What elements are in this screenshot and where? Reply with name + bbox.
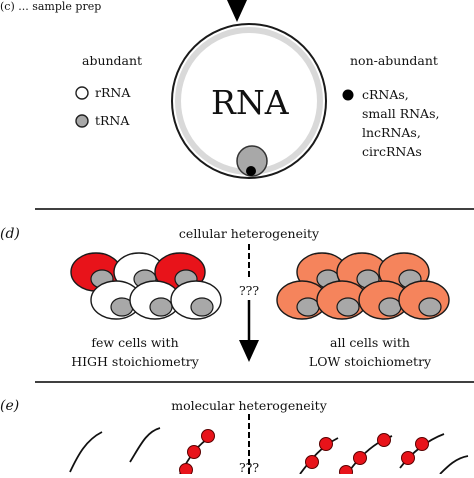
nonabundant-heading: non-abundant bbox=[350, 53, 438, 68]
panel-d-left-caption: few cells with HIGH stoichiometry bbox=[45, 333, 225, 371]
rrna-label: rRNA bbox=[95, 85, 131, 100]
rrna-marker bbox=[75, 86, 89, 100]
modification-dot bbox=[201, 429, 215, 443]
cell-nucleus bbox=[190, 297, 214, 317]
panel-e-title: molecular heterogeneity bbox=[171, 398, 327, 413]
right-caption-line: all cells with bbox=[330, 335, 410, 350]
nonabundant-item: small RNAs, bbox=[362, 106, 440, 121]
cell bbox=[398, 280, 450, 320]
nonabundant-list: cRNAs, small RNAs, lncRNAs, circRNAs bbox=[362, 85, 439, 161]
cropped-header-text: (c) ... sample prep bbox=[0, 0, 102, 13]
rna-strand bbox=[129, 427, 161, 463]
modification-dot bbox=[415, 437, 429, 451]
modification-dot bbox=[305, 455, 319, 469]
left-caption-line: few cells with bbox=[91, 335, 179, 350]
molecule-group bbox=[69, 427, 469, 478]
rna-nucleus-marker bbox=[236, 145, 268, 177]
modification-dot bbox=[187, 445, 201, 459]
modification-dot bbox=[401, 451, 415, 465]
cell-nucleus bbox=[418, 297, 442, 317]
cell-group-low bbox=[276, 252, 450, 320]
cell bbox=[316, 280, 368, 320]
abundant-heading: abundant bbox=[82, 53, 143, 68]
nonabundant-item: cRNAs, bbox=[362, 87, 409, 102]
cell bbox=[129, 280, 181, 320]
rna-strand bbox=[439, 455, 469, 475]
right-caption-line: LOW stoichiometry bbox=[308, 354, 432, 369]
cell bbox=[170, 280, 222, 320]
cell-nucleus bbox=[336, 297, 360, 317]
cell-group-high bbox=[70, 252, 222, 320]
cell bbox=[276, 280, 328, 320]
panel-d-right-caption: all cells with LOW stoichiometry bbox=[280, 333, 460, 371]
left-caption-line: HIGH stoichiometry bbox=[71, 354, 199, 369]
rna-pool-circle bbox=[171, 23, 327, 179]
rna-center-label: RNA bbox=[211, 83, 289, 122]
top-arrow-head bbox=[227, 0, 247, 22]
panel-e-letter: (e) bbox=[0, 398, 20, 414]
modification-dot bbox=[179, 463, 193, 477]
nonabundant-item: circRNAs bbox=[362, 144, 422, 159]
panel-e-question: ??? bbox=[238, 460, 260, 475]
cell-nucleus bbox=[296, 297, 320, 317]
cell-nucleus bbox=[378, 297, 402, 317]
cell-nucleus bbox=[149, 297, 173, 317]
rna-strand bbox=[69, 431, 103, 473]
panel-d-letter: (d) bbox=[0, 226, 20, 242]
modification-dot bbox=[377, 433, 391, 447]
cell bbox=[358, 280, 410, 320]
rna-nonabundant-dot bbox=[246, 166, 256, 176]
panel-d-question: ??? bbox=[238, 283, 260, 298]
rna-strand bbox=[299, 437, 339, 475]
nonabundant-item: lncRNAs, bbox=[362, 125, 421, 140]
nonabundant-marker bbox=[342, 89, 354, 101]
modification-dot bbox=[339, 465, 353, 478]
modification-dot bbox=[353, 451, 367, 465]
panel-d-arrow-head bbox=[239, 340, 259, 362]
panel-d-title: cellular heterogeneity bbox=[178, 226, 320, 241]
trna-label: tRNA bbox=[95, 113, 130, 128]
trna-marker bbox=[75, 114, 89, 128]
modification-dot bbox=[319, 437, 333, 451]
